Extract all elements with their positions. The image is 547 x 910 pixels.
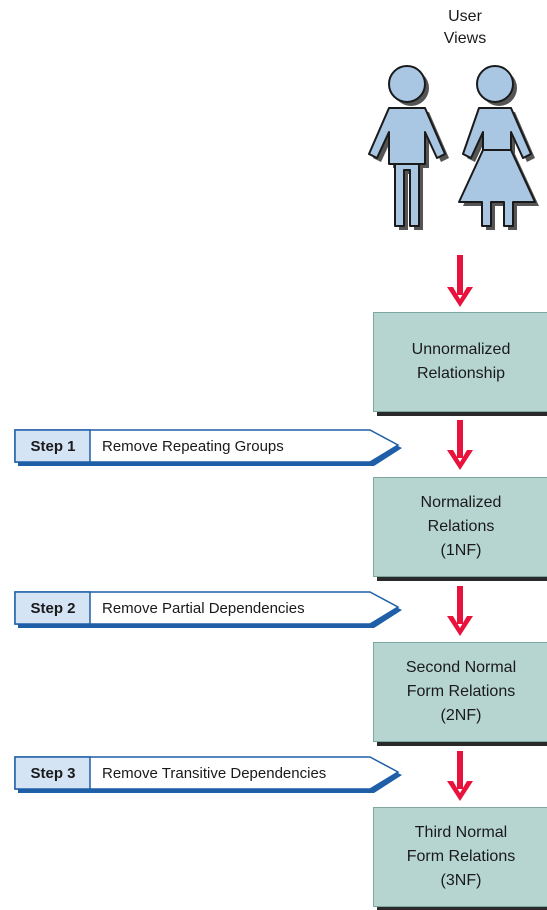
female-user-icon bbox=[458, 65, 539, 230]
arrow-down-icon bbox=[447, 586, 473, 636]
box-line: Unnormalized bbox=[411, 341, 511, 358]
step-banner-shape bbox=[14, 591, 402, 628]
step-text: Remove Partial Dependencies bbox=[102, 600, 305, 617]
step-tag: Step 1 bbox=[30, 438, 76, 455]
third-normal-form-3nf-box: Third Normal Form Relations (3NF) bbox=[373, 807, 547, 907]
step-tag: Step 2 bbox=[30, 600, 76, 617]
step-2-banner: Step 2 Remove Partial Dependencies bbox=[14, 590, 402, 628]
box-line: (1NF) bbox=[440, 542, 482, 559]
step-tag: Step 3 bbox=[30, 765, 76, 782]
box-line: Second Normal bbox=[405, 659, 517, 676]
step-banner-shape bbox=[14, 756, 402, 793]
step-text: Remove Transitive Dependencies bbox=[102, 765, 327, 782]
arrow-down-icon bbox=[447, 420, 473, 470]
box-line: Relationship bbox=[416, 365, 506, 382]
male-user-icon bbox=[368, 65, 449, 230]
box-line: (3NF) bbox=[440, 872, 482, 889]
normalized-relations-1nf-box: Normalized Relations (1NF) bbox=[373, 477, 547, 577]
user-views-line-1: User bbox=[448, 8, 482, 25]
second-normal-form-2nf-box: Second Normal Form Relations (2NF) bbox=[373, 642, 547, 742]
box-line: Form Relations bbox=[406, 683, 516, 700]
arrow-down-icon bbox=[447, 751, 473, 801]
user-views-line-2: Views bbox=[443, 30, 487, 47]
box-line: Form Relations bbox=[406, 848, 516, 865]
box-line: Third Normal bbox=[414, 824, 508, 841]
user-figures-icon bbox=[368, 65, 539, 230]
unnormalized-relationship-box: Unnormalized Relationship bbox=[373, 312, 547, 412]
box-line: Relations bbox=[427, 518, 495, 535]
step-1-banner: Step 1 Remove Repeating Groups bbox=[14, 428, 402, 466]
step-text: Remove Repeating Groups bbox=[102, 438, 284, 455]
step-banner-shape bbox=[14, 429, 402, 466]
step-3-banner: Step 3 Remove Transitive Dependencies bbox=[14, 755, 402, 793]
user-views-label: User Views bbox=[425, 6, 505, 50]
arrow-down-icon bbox=[447, 255, 473, 307]
box-line: (2NF) bbox=[440, 707, 482, 724]
box-line: Normalized bbox=[420, 494, 502, 511]
